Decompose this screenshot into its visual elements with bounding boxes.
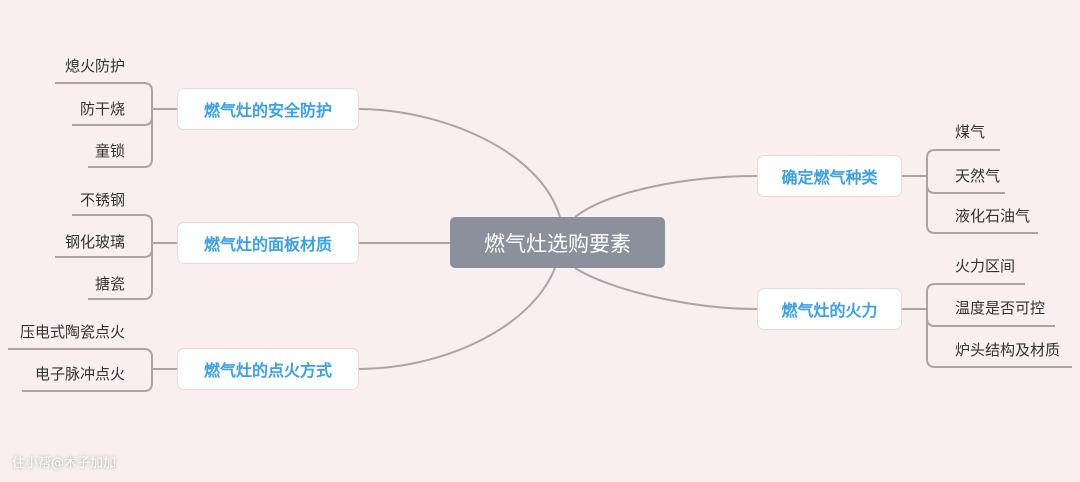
branch-safety[interactable]: 燃气灶的安全防护 <box>177 88 359 130</box>
leaf[interactable]: 火力区间 <box>955 257 1016 275</box>
leaf[interactable]: 压电式陶瓷点火 <box>19 323 125 341</box>
leaf[interactable]: 温度是否可控 <box>955 299 1046 317</box>
branch-gas-type[interactable]: 确定燃气种类 <box>757 155 902 197</box>
branch-panel-material[interactable]: 燃气灶的面板材质 <box>177 222 359 264</box>
central-topic[interactable]: 燃气灶选购要素 <box>450 217 665 268</box>
leaf[interactable]: 钢化玻璃 <box>64 233 125 251</box>
leaf[interactable]: 煤气 <box>955 123 986 141</box>
leaf[interactable]: 不锈钢 <box>79 191 125 209</box>
leaf[interactable]: 天然气 <box>955 167 1001 185</box>
leaf[interactable]: 熄火防护 <box>64 57 125 75</box>
leaf[interactable]: 防干烧 <box>79 100 125 118</box>
watermark: 住小帮@木子加加 <box>12 456 117 471</box>
branch-ignition[interactable]: 燃气灶的点火方式 <box>177 348 359 390</box>
leaf[interactable]: 搪瓷 <box>94 275 125 293</box>
branch-firepower[interactable]: 燃气灶的火力 <box>757 288 902 330</box>
leaf[interactable]: 液化石油气 <box>955 207 1031 225</box>
leaf[interactable]: 电子脉冲点火 <box>34 365 125 383</box>
leaf[interactable]: 炉头结构及材质 <box>955 341 1061 359</box>
leaf[interactable]: 童锁 <box>94 142 125 160</box>
